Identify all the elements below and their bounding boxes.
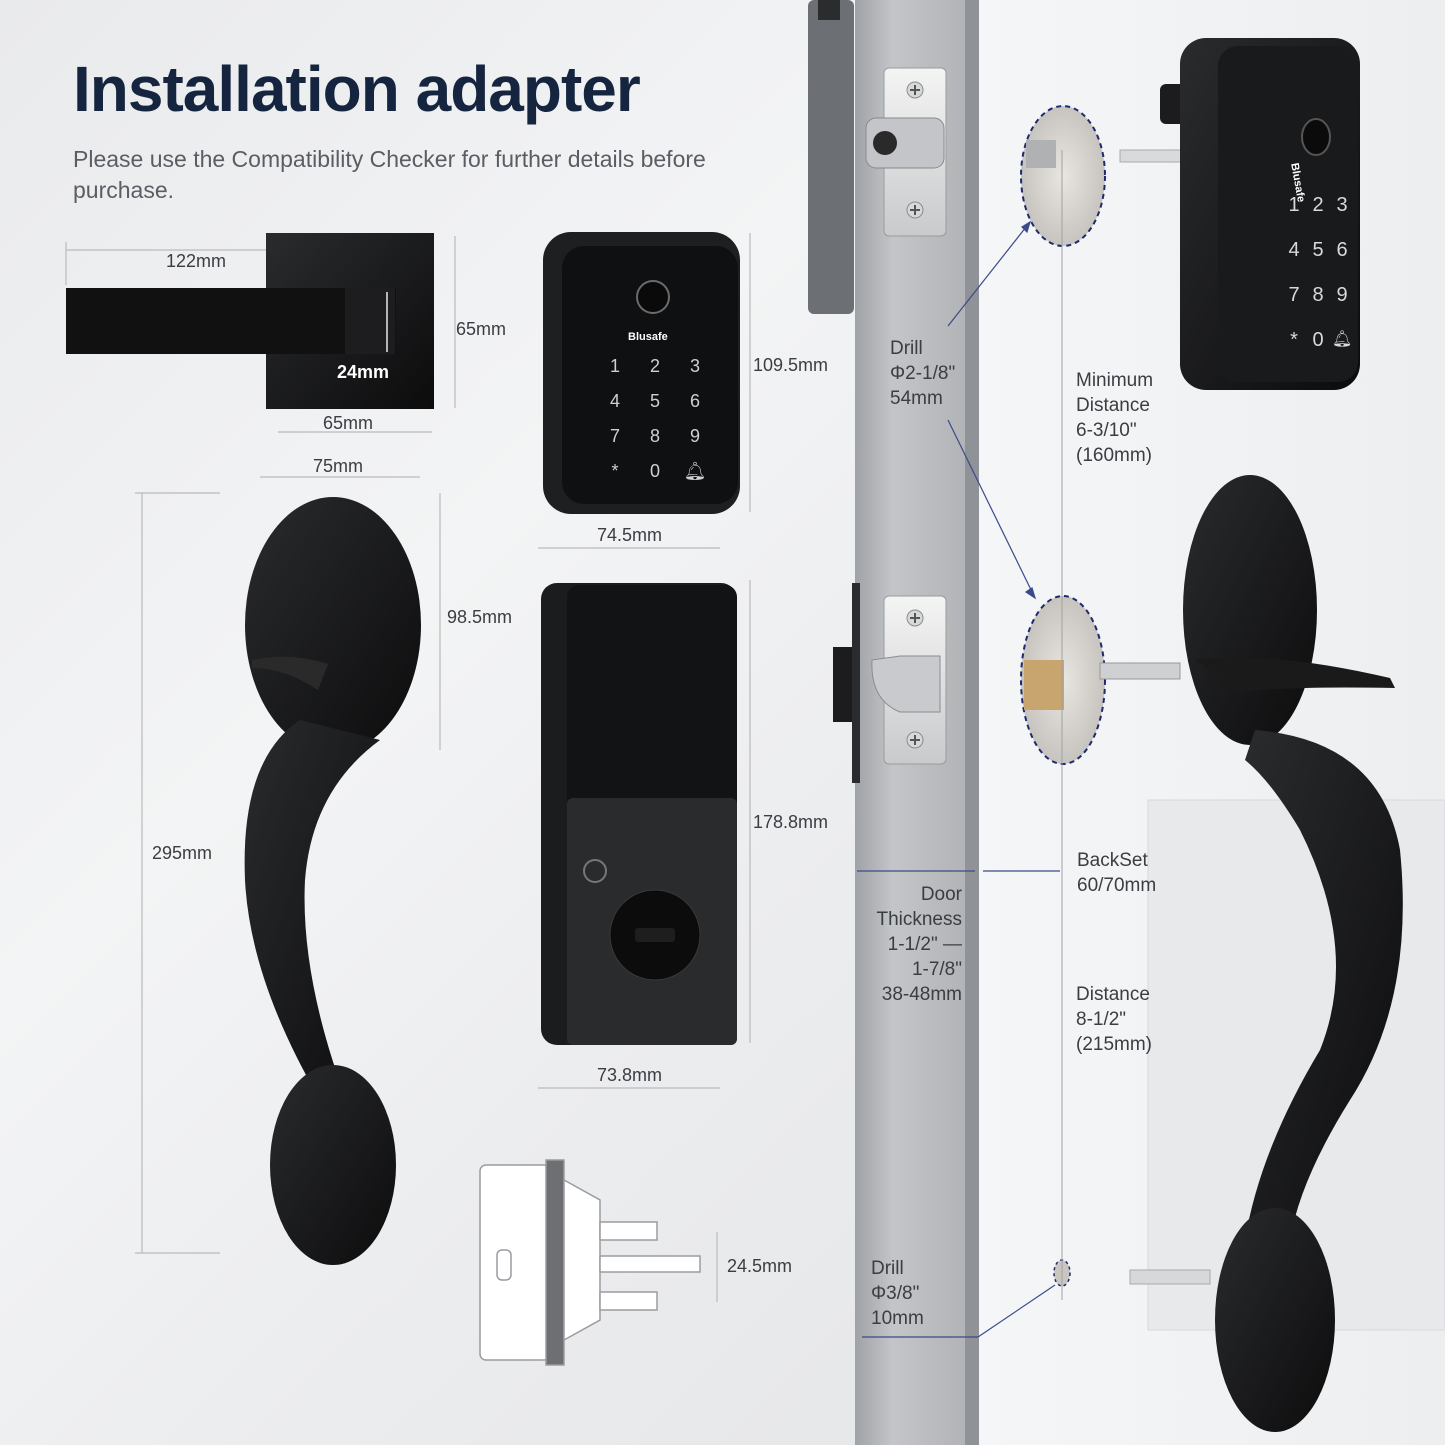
bell-icon: 🔔︎: [1331, 331, 1353, 348]
key-4: 4: [1288, 239, 1300, 261]
bore-hole-lower: [1020, 595, 1181, 765]
key-star: *: [1290, 329, 1298, 351]
grip-plate-height-label: 98.5mm: [447, 607, 513, 627]
keypad-width-label: 74.5mm: [597, 525, 663, 545]
deadbolt-latch-plate: [865, 67, 947, 237]
key-5: 5: [1312, 239, 1324, 261]
key-star: *: [611, 461, 619, 481]
interior-width-label: 73.8mm: [597, 1065, 663, 1085]
interior-height-label: 178.8mm: [753, 812, 829, 832]
backset-note: BackSet 60/70mm: [1077, 850, 1157, 896]
lever-length-label: 122mm: [166, 251, 227, 271]
guide-lines: [857, 220, 1060, 1338]
grip-total-height-label: 295mm: [152, 843, 213, 863]
key-7: 7: [1288, 284, 1300, 306]
rose-height-label: 65mm: [456, 319, 507, 339]
key-2: 2: [1312, 194, 1324, 216]
door-thickness-note: Door Thickness 1-1/2" — 1-7/8" 38-48mm: [876, 884, 962, 1005]
key-3: 3: [1336, 194, 1348, 216]
keypad-keys: 1 2 3 4 5 6 7 8 9 * 0 🔔︎: [595, 356, 713, 482]
key-2: 2: [649, 356, 660, 376]
adapter-spacing-label: 24.5mm: [727, 1256, 793, 1276]
key-9: 9: [1336, 284, 1348, 306]
lever-handle: [66, 233, 434, 409]
exploded-keypad: [1119, 38, 1360, 390]
exploded-keypad-keys: 1 2 3 4 5 6 7 8 9 * 0 🔔︎: [1282, 194, 1358, 352]
page-subtitle: Please use the Compatibility Checker for…: [73, 146, 706, 203]
min-distance-note: Minimum Distance 6-3/10" (160mm): [1076, 370, 1154, 466]
key-9: 9: [689, 426, 700, 446]
distance-note: Distance 8-1/2" (215mm): [1076, 984, 1153, 1055]
key-3: 3: [689, 356, 700, 376]
key-8: 8: [649, 426, 660, 446]
adapter-drawing: [479, 1159, 701, 1366]
key-0: 0: [649, 461, 660, 481]
bore-hole-upper: [1020, 105, 1106, 247]
drill-small-note: Drill Φ3/8" 10mm: [871, 1258, 924, 1329]
drill-large-note: Drill Φ2-1/8" 54mm: [890, 338, 956, 409]
interior-unit: [541, 583, 737, 1045]
keypad-brand-logo: Blusafe: [628, 331, 668, 343]
key-1: 1: [609, 356, 620, 376]
key-6: 6: [689, 391, 700, 411]
lever-height-label: 24mm: [337, 362, 390, 382]
key-4: 4: [609, 391, 620, 411]
key-7: 7: [609, 426, 620, 446]
key-8: 8: [1312, 284, 1324, 306]
bell-icon: 🔔︎: [683, 461, 707, 481]
keypad-height-label: 109.5mm: [753, 355, 829, 375]
key-6: 6: [1336, 239, 1348, 261]
page-title: Installation adapter: [73, 53, 641, 125]
key-0: 0: [1312, 329, 1324, 351]
keypad-unit: [543, 232, 740, 514]
rose-width-label: 65mm: [323, 413, 374, 433]
key-1: 1: [1288, 194, 1300, 216]
key-5: 5: [649, 391, 660, 411]
latch-plate: [871, 595, 947, 765]
grip-plate-width-label: 75mm: [313, 456, 364, 476]
grip-handle: [244, 497, 421, 1265]
exploded-grip-handle: [1129, 475, 1403, 1432]
